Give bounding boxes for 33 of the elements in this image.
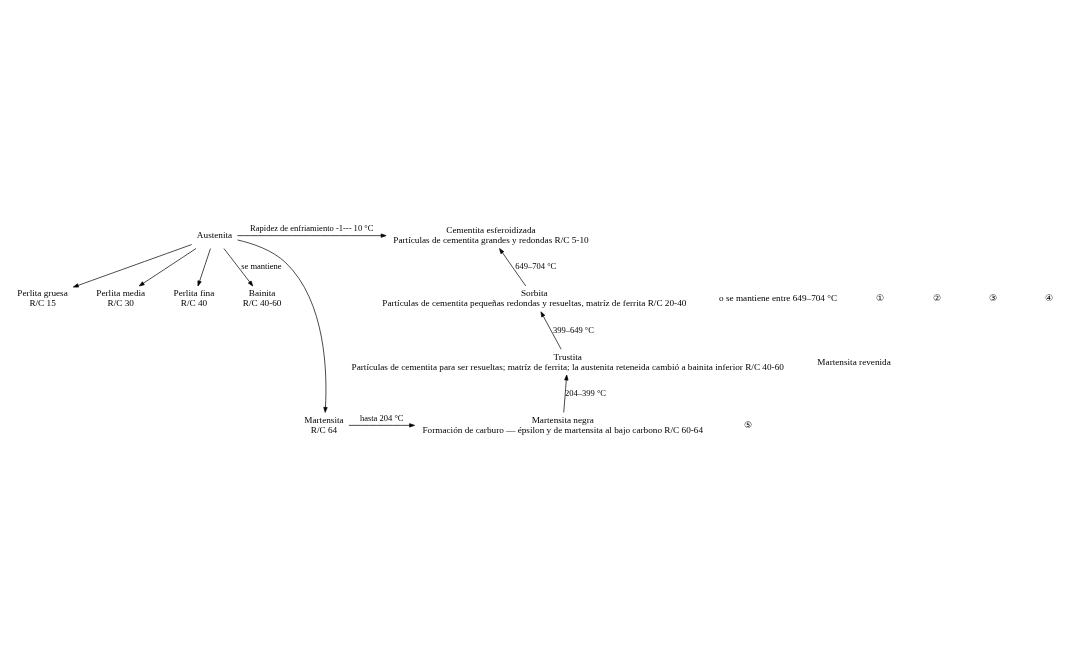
label: ⑤ (744, 419, 753, 430)
edge-label: Rapidez de enfriamiento -1--- 10 °C (250, 223, 374, 234)
label: Martensita revenida (817, 356, 891, 367)
arrow (237, 233, 387, 238)
node-text: Trustita Partículas de cementita para ser resueltas; matríz de ferrita; la austenita reteneida cambió a bainita inferior R/C 40-60 (351, 351, 784, 372)
arrow (540, 311, 562, 350)
node-text: Perlita media R/C 30 (96, 288, 146, 309)
edge-label: 649–704 °C (515, 261, 557, 272)
node-text: Martensita R/C 64 (304, 414, 344, 435)
node-text: Perlita gruesa R/C 15 (17, 288, 68, 309)
node-text: Sorbita Partículas de cementita pequeñas redondas y resueltas, matríz de ferrita R/C 20-40 (382, 288, 687, 309)
arrow (499, 248, 527, 287)
label: ① (876, 293, 885, 304)
node-text: Martensita negra Formación de carburo — épsilon y de martensita al bajo carbono R/C 60-64 (422, 414, 704, 435)
arrow (563, 374, 569, 413)
label: ④ (1044, 293, 1053, 304)
arrow (197, 248, 211, 287)
arrow (73, 244, 193, 288)
edge-label: 399–649 °C (552, 324, 594, 335)
label: ③ (988, 293, 997, 304)
node-text: Cementita esferoidizada Partículas de cementita grandes y redondas R/C 5-10 (393, 225, 589, 246)
arrow (237, 239, 328, 413)
arrow (348, 423, 415, 428)
arrow (138, 248, 197, 287)
edge-label: hasta 204 °C (359, 412, 404, 423)
label: ② (932, 293, 941, 304)
label: o se mantiene entre 649–704 °C (718, 293, 838, 304)
arrow (223, 248, 254, 287)
edge-label: se mantiene (241, 261, 282, 272)
node-text: Bainita R/C 40-60 (242, 288, 282, 309)
node-text: Austenita (196, 230, 233, 241)
edge-label: 204–399 °C (564, 387, 606, 398)
node-text: Perlita fina R/C 40 (173, 288, 215, 309)
